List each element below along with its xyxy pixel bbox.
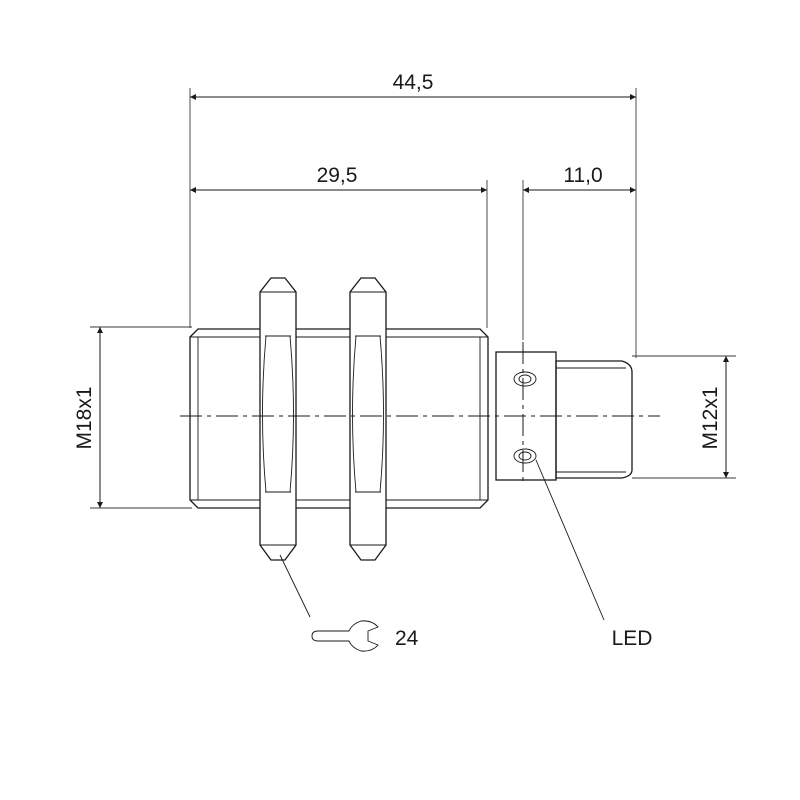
- dimension-connector-length: 11,0: [523, 164, 636, 193]
- wrench-size-label: 24: [395, 627, 419, 650]
- wrench-leader-line: [279, 554, 311, 618]
- overall-length-label: 44,5: [393, 71, 434, 94]
- dimension-body-length: 29,5: [190, 164, 487, 193]
- led-label: LED: [612, 627, 653, 650]
- sensor-body: [189, 328, 489, 509]
- connector-length-label: 11,0: [563, 164, 602, 187]
- hex-nut-rear: [349, 277, 387, 561]
- extension-lines: [90, 88, 736, 509]
- dimension-connector-thread: M12x1: [699, 356, 729, 478]
- led-leader-line: [535, 459, 605, 621]
- body-length-label: 29,5: [317, 164, 358, 187]
- wrench-icon: [311, 620, 379, 652]
- body-thread-label: M18x1: [73, 386, 96, 449]
- hex-nut-front: [259, 277, 297, 561]
- led-window-bottom: [513, 448, 537, 464]
- dimension-body-thread: M18x1: [73, 327, 103, 508]
- led-window-top: [513, 371, 537, 387]
- connector-thread-label: M12x1: [699, 386, 722, 449]
- dimension-overall-length: 44,5: [190, 71, 636, 100]
